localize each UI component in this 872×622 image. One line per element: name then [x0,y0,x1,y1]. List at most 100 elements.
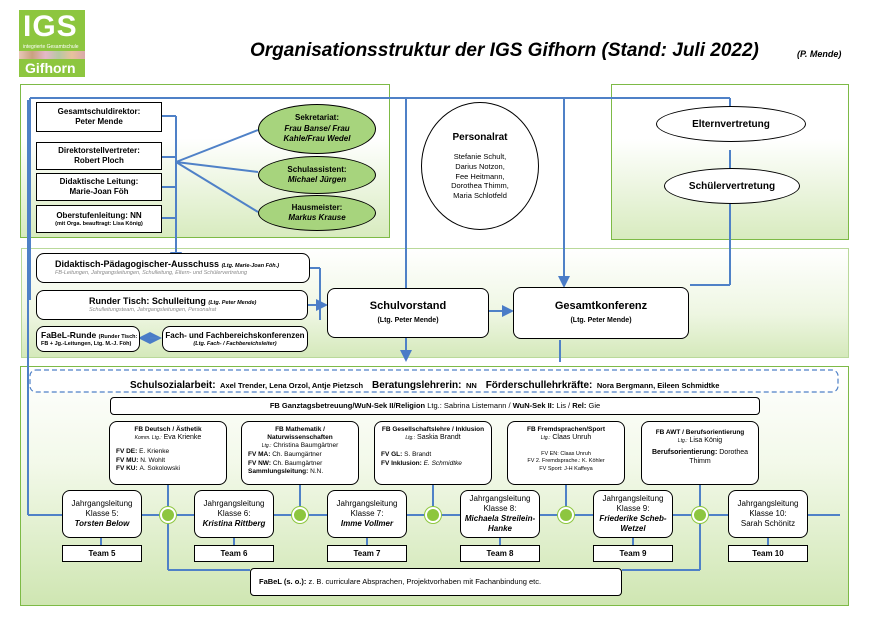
fb-line-value: Ch. Baumgärtner [272,451,322,459]
social-work-names: Axel Trender, Lena Orzol, Antje Pietzsch [220,381,364,390]
school-logo: IGS integrierte Gesamtschule Gifhorn [19,10,85,80]
council-member: Dorothea Thimm, [451,181,509,191]
counselor-label: Beratungslehrerin: [372,380,462,391]
fb-title: FB Fremdsprachen/Sport [526,426,605,433]
fabel-note-label: FaBeL (s. o.): [259,577,307,587]
fb-line-label: Berufsorientierung: [651,448,718,456]
board-title: Schulvorstand [369,300,447,313]
fabel-note-text: z. B. curriculare Absprachen, Projektvor… [308,577,542,587]
committee-title: Didaktisch-Pädagogischer-Ausschuss [55,258,220,269]
council-member: Fee Heitmann, [455,171,505,181]
ganztag-rel: Rel: [572,401,587,411]
grade-lead-5: Jahrgangsleitung Klasse 5: Torsten Below [62,490,142,538]
fb-mathematik: FB Mathematik / Naturwissenschaften Ltg.… [241,421,359,485]
connector-dot [292,507,308,523]
social-work-label: Schulsozialarbeit: [130,380,216,391]
general-conference: Gesamtkonferenz (Ltg. Peter Mende) [513,287,689,339]
fb-line-value: J-H Kaffeya [564,465,593,472]
leader-upper-school: Oberstufenleitung: NN (mit Orga. beauftr… [36,205,162,233]
ganztag-label: FB Ganztagsbetreuung/WuN-Sek II/Religion [269,401,426,411]
fb-line-label: Sammlungsleitung: [248,468,309,476]
fb-line-label: FV 2. Fremdsprache.: [527,458,581,465]
grade-leader: Friederike Scheb-Wetzel [599,514,667,533]
fb-ltg-label: Ltg.: [540,435,551,442]
subject-conferences: Fach- und Fachbereichskonferenzen (Ltg. … [162,326,308,352]
fb-line-label: FV Inklusion: [381,459,422,467]
page-title: Organisationsstruktur der IGS Gifhorn (S… [250,40,759,61]
fb-line-label: FV MA: [248,451,271,459]
grade-lead-9: Jahrgangsleitung Klasse 9: Friederike Sc… [593,490,673,538]
staff-role: Hausmeister: [291,202,343,212]
fb-deutsch: FB Deutsch / Ästhetik Komm. Ltg.: Eva Kr… [109,421,227,485]
fb-line-value: E. Schmidtke [423,459,462,467]
round-table-members: Schulleitungsteam, Jahrgangsleitungen, P… [89,307,217,314]
grade-lead-10: Jahrgangsleitung Klasse 10: Sarah Schöni… [728,490,808,538]
special-ed-label: Förderschullehrkräfte: [485,380,593,391]
school-board: Schulvorstand (Ltg. Peter Mende) [327,288,489,338]
staff-name: Michael Jürgen [287,175,347,184]
fb-fremdsprachen: FB Fremdsprachen/Sport Ltg.: Claas Unruh… [507,421,625,485]
logo-tagline: integrierte Gesamtschule [19,44,85,51]
fb-line-value: A. Sokolowski [139,465,180,473]
leader-deputy: Direktorstellvertreter: Robert Ploch [36,142,162,170]
staff-secretariat: Sekretariat: Frau Banse/ Frau Kahle/Frau… [258,104,376,154]
committee-members: FB-Leitungen, Jahrgangsleitungen, Schull… [55,270,248,277]
council-title: Personalrat [452,132,508,144]
fb-gesellschaft: FB Gesellschaftslehre / Inklusion Ltg.: … [374,421,492,485]
round-table-title: Runder Tisch: Schulleitung [89,295,206,306]
fb-leader: Christina Baumgärtner [273,442,339,450]
grade-leader: Torsten Below [74,519,130,528]
fabel-lead: (Runder Tisch: [98,334,138,341]
fb-ltg-label: Ltg.: [261,443,272,450]
grade-title: Jahrgangsleitung Klasse 8: [469,494,531,513]
grade-title: Jahrgangsleitung Klasse 10: [737,499,799,518]
fb-line-label: FV MU: [116,456,139,464]
student-council: Schülervertretung [664,168,800,204]
leader-name: (mit Orga. beauftragt: Lisa König) [55,220,143,227]
fb-line-value: K. Köhler [582,458,605,465]
parents-council: Elternvertretung [656,106,806,142]
team-7: Team 7 [327,545,407,562]
team-10: Team 10 [728,545,808,562]
fb-ltg-label: Ltg.: [405,435,416,442]
staff-caretaker: Hausmeister: Markus Krause [258,195,376,231]
grade-leader: Sarah Schönitz [740,519,796,528]
fb-ltg-label: Ltg.: [677,438,688,445]
leader-didactic: Didaktische Leitung: Marie-Joan Föh [36,173,162,201]
grade-title: Jahrgangsleitung Klasse 5: [71,499,133,518]
leader-role: Direktorstellvertreter: [58,146,140,155]
fb-line-label: FV NW: [248,459,271,467]
logo-photo-strip [19,51,85,59]
fb-line-label: FV GL: [381,450,403,458]
council-member: Stefanie Schult, [453,152,507,162]
conf-lead: (Ltg. Fach- / Fachbereichsleiter) [193,340,277,347]
grade-title: Jahrgangsleitung Klasse 6: [203,499,265,518]
support-staff-line: Schulsozialarbeit: Axel Trender, Lena Or… [130,375,719,393]
fb-line-label: FV DE: [116,447,138,455]
connector-dot [558,507,574,523]
leader-role: Oberstufenleitung: NN [56,210,142,220]
team-8: Team 8 [460,545,540,562]
fb-ltg-label: Komm. Ltg.: [134,435,162,442]
fb-line-label: FV Sport: [539,465,563,472]
fb-line-value: N. Wohlt [140,456,166,464]
team-label: Team 5 [88,548,116,558]
fb-awt: FB AWT / Berufsorientierung Ltg.: Lisa K… [641,421,759,485]
grade-leader: Imme Vollmer [340,519,394,528]
team-label: Team 6 [220,548,248,558]
grade-lead-8: Jahrgangsleitung Klasse 8: Michaela Stre… [460,490,540,538]
ganztag-name2: Lis / [556,401,571,411]
leader-name: Peter Mende [75,117,123,126]
students-label: Schülervertretung [688,180,776,192]
council-member: Darius Notzon, [455,161,505,171]
staff-role: Sekretariat: [294,113,340,123]
team-5: Team 5 [62,545,142,562]
counselor-names: NN [465,381,477,390]
connector-dot [425,507,441,523]
committee-lead: (Ltg. Marie-Joan Föh.) [221,262,280,269]
fb-leader: Saskia Brandt [417,434,461,442]
grade-title: Jahrgangsleitung Klasse 7: [336,499,398,518]
fb-line-label: FV EN: [541,450,559,457]
fb-title: FB Deutsch / Ästhetik [134,426,202,433]
logo-sub: Gifhorn [19,59,85,77]
